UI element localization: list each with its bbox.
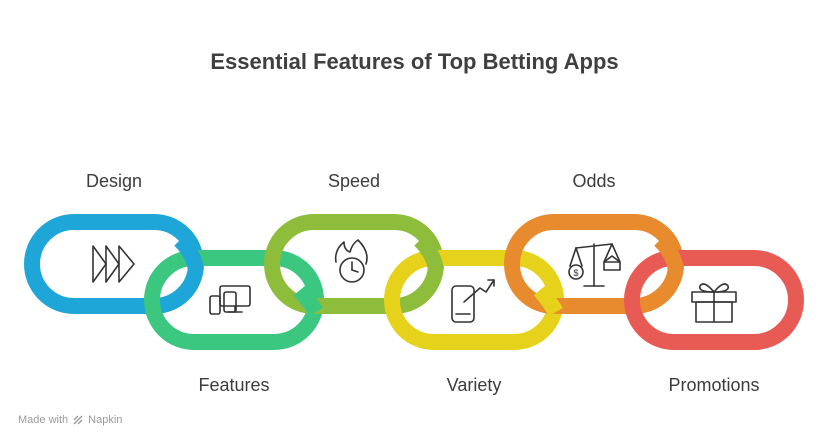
label-variety: Variety [446, 375, 502, 395]
gift-icon [691, 283, 737, 323]
devices-icon [209, 285, 251, 315]
made-with-text: Made with [18, 414, 69, 426]
mobile-growth-icon [451, 279, 495, 323]
label-speed: Speed [327, 171, 381, 191]
napkin-logo-icon [73, 415, 83, 425]
diagram-title: Essential Features of Top Betting Apps [210, 49, 619, 74]
label-promotions: Promotions [668, 375, 760, 395]
svg-text:$: $ [573, 268, 578, 278]
footer-credit[interactable]: Made with Napkin [18, 414, 122, 426]
napkin-brand-text: Napkin [88, 414, 123, 426]
fast-forward-icon [92, 245, 135, 283]
balance-scale-icon [568, 243, 621, 287]
chain-link-promotions [624, 250, 804, 350]
label-design: Design [85, 171, 143, 191]
label-odds: Odds [572, 171, 616, 191]
label-features: Features [198, 375, 270, 395]
speed-clock-fire-icon [334, 239, 368, 283]
